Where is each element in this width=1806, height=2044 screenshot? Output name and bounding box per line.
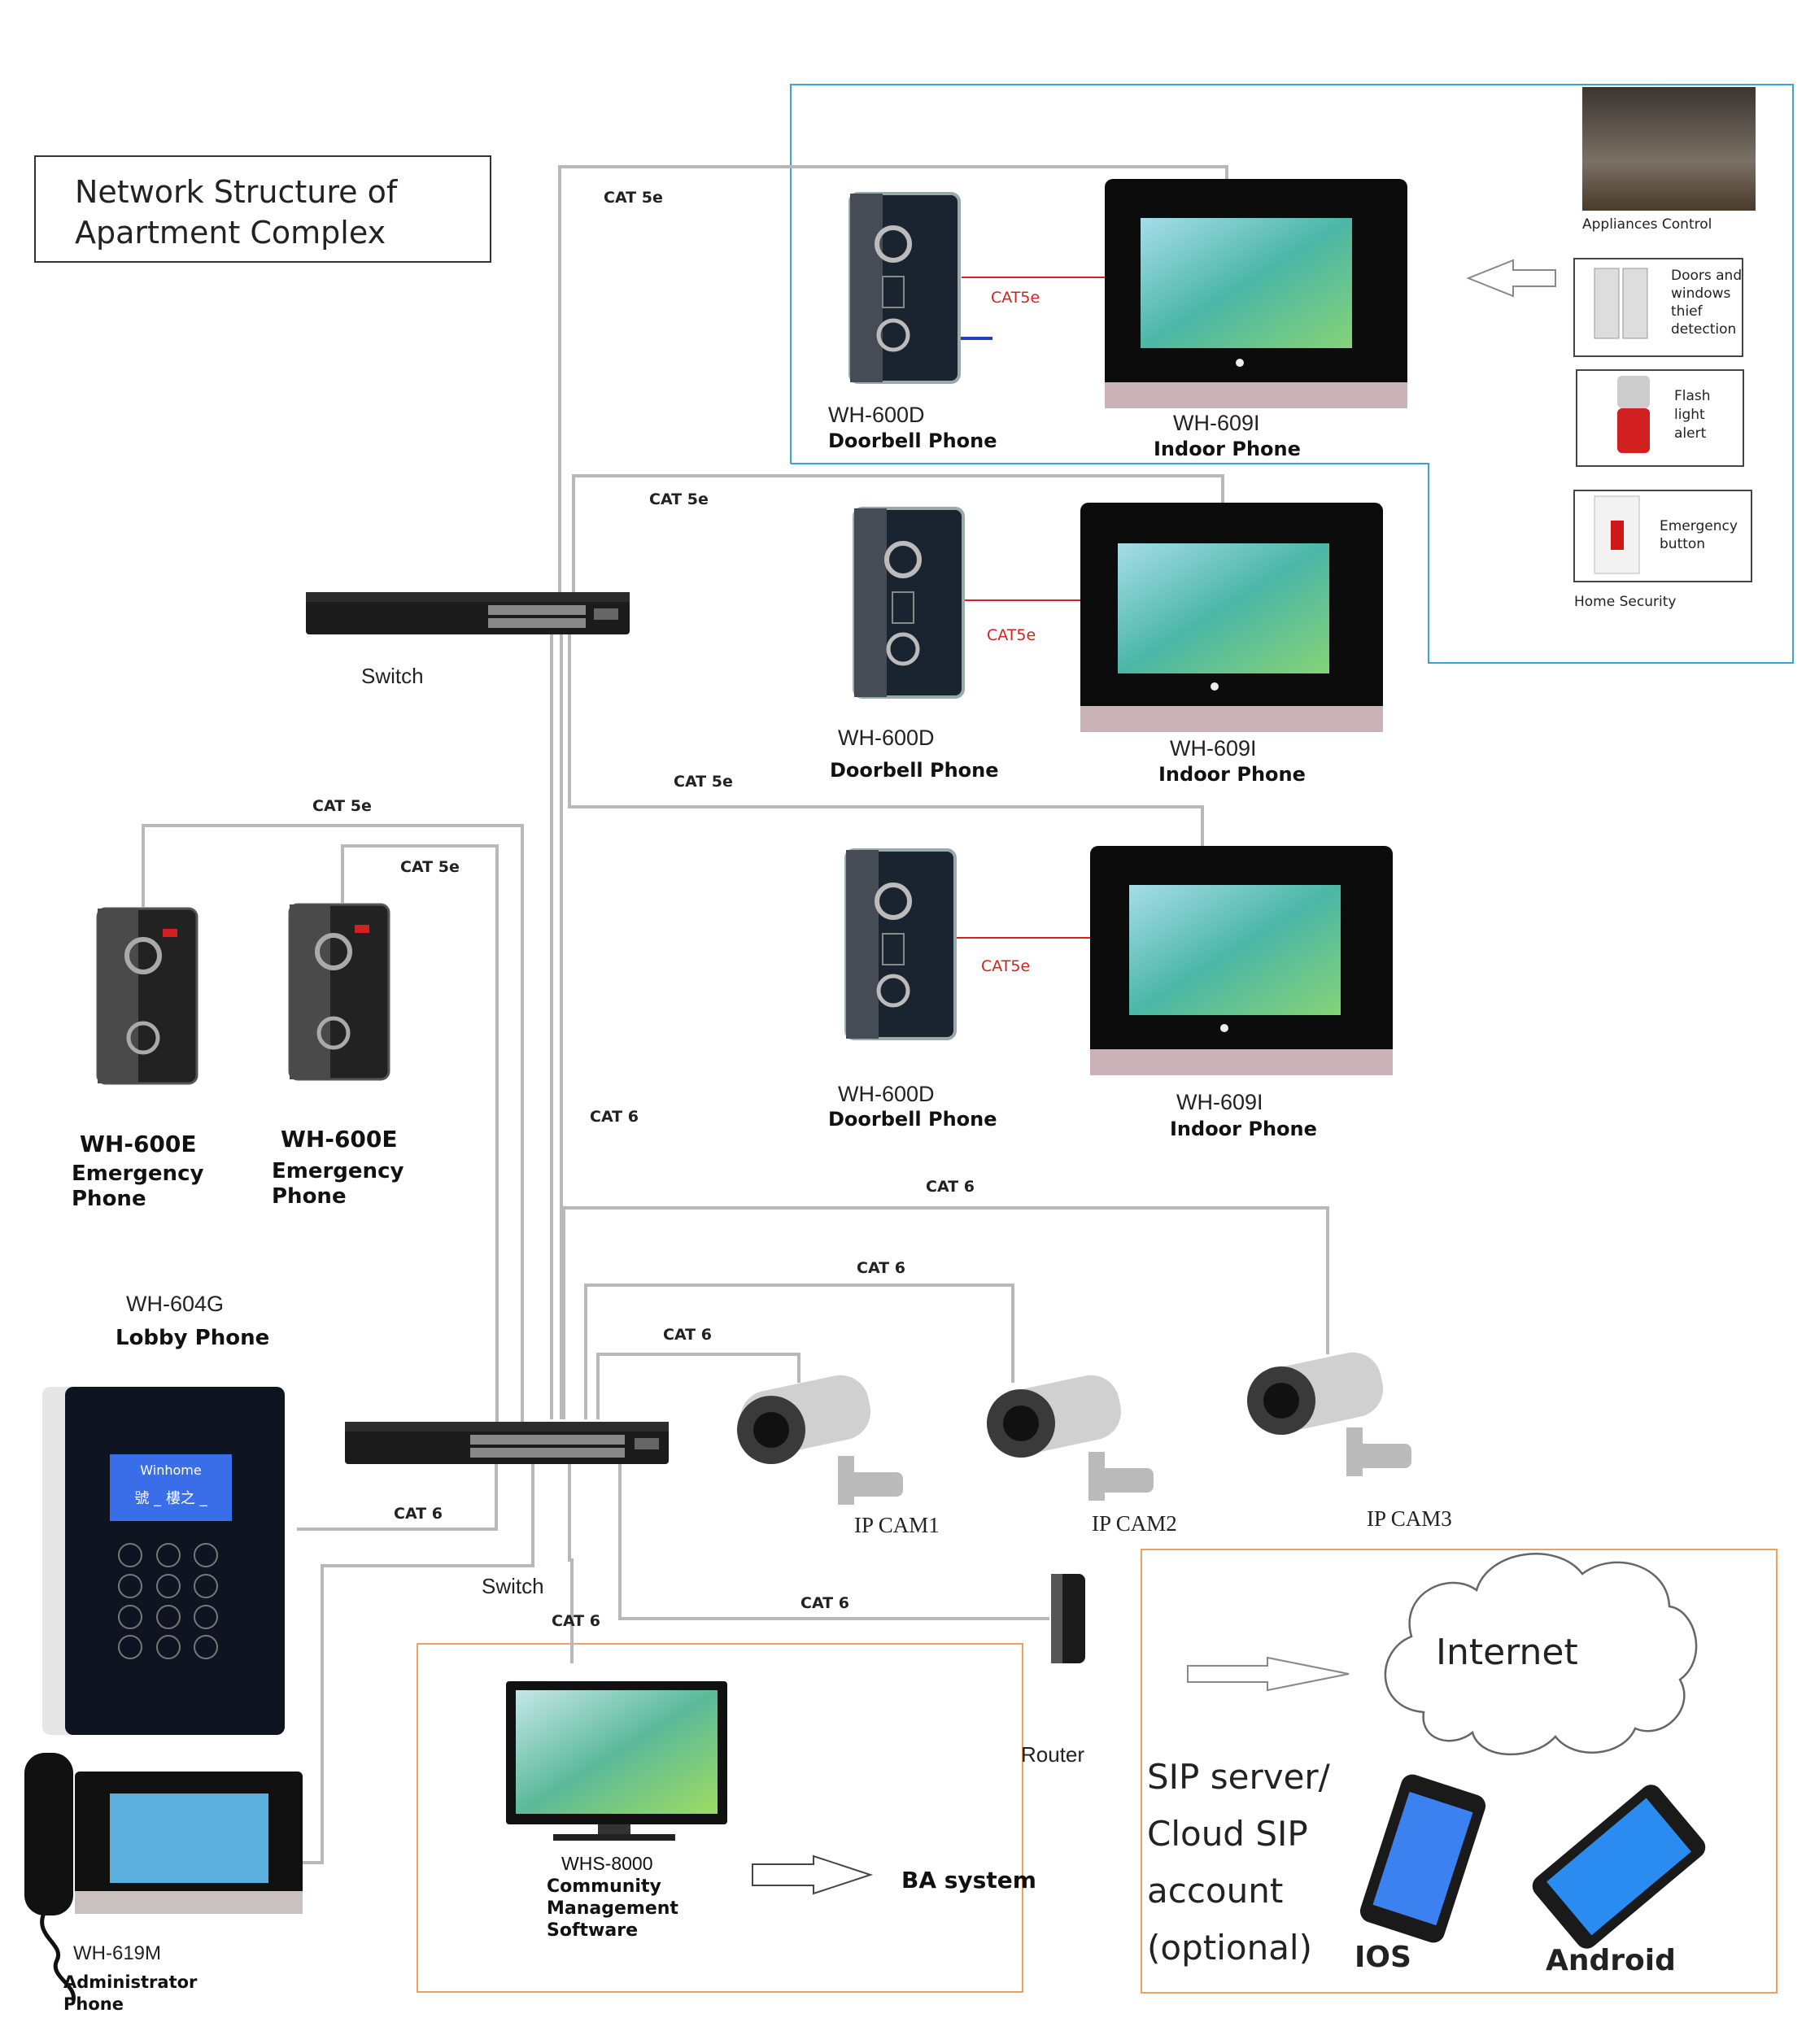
switch-label: Switch [482, 1574, 544, 1598]
software-model: WHS-8000 [561, 1853, 653, 1874]
software-monitor-icon [506, 1681, 727, 1841]
ip-camera-icon [1247, 1352, 1411, 1476]
indoor-model: WH-609I [1173, 411, 1260, 435]
switch-label: Switch [361, 664, 424, 688]
doorbell-model: WH-600D [838, 726, 935, 750]
doorbell-model: WH-600D [828, 403, 925, 427]
doorbell-name: Doorbell Phone [828, 429, 997, 452]
sip-server-label: SIP server/ Cloud SIP account (optional) [1147, 1757, 1330, 1968]
cable-label: CAT5e [981, 957, 1031, 975]
flash-label: Flash light alert [1674, 388, 1711, 442]
indoor-phone-icon [1090, 846, 1393, 1075]
diagram-title: Network Structure of Apartment Complex [75, 174, 398, 251]
cable-label: CAT 6 [663, 1326, 712, 1344]
doorbell-name: Doorbell Phone [828, 1108, 997, 1131]
indoor-model: WH-609I [1170, 736, 1257, 761]
emergency-button-label: Emergency button [1660, 518, 1738, 552]
cables [142, 165, 1329, 1864]
lobby-screen-text: 號 _ 樓之 _ [134, 1490, 207, 1507]
ip-camera-icon [737, 1375, 903, 1505]
indoor-name: Indoor Phone [1170, 1118, 1317, 1140]
emergency-model: WH-600E [80, 1131, 197, 1157]
admin-name: Administrator Phone [63, 1972, 198, 2014]
cable-label: CAT 6 [857, 1259, 905, 1277]
lobby-screen-brand: Winhome [140, 1462, 202, 1478]
lobby-phone-icon [42, 1387, 285, 1735]
cable-label: CAT 5e [649, 490, 709, 508]
doorbell-phone-icon [844, 848, 957, 1040]
android-label: Android [1546, 1944, 1676, 1977]
indoor-model: WH-609I [1176, 1090, 1263, 1114]
arrow-right-icon [752, 1854, 874, 1895]
cable-label: CAT5e [987, 626, 1036, 644]
software-name: Community Management Software [547, 1876, 678, 1941]
cable-label: CAT 6 [590, 1108, 639, 1126]
lobby-name: Lobby Phone [116, 1326, 270, 1350]
camera-label: IP CAM2 [1092, 1511, 1177, 1536]
flash-alert-box [1576, 369, 1744, 467]
cable-label: CAT 5e [604, 189, 663, 207]
red-cables [953, 277, 1106, 939]
cable-label: CAT 6 [800, 1594, 849, 1612]
doorbell-name: Doorbell Phone [830, 759, 999, 782]
switch-top [306, 592, 630, 634]
emergency-button-icon [1594, 495, 1640, 574]
software-frame [417, 1643, 1023, 1993]
flash-light-icon [1617, 376, 1650, 453]
admin-phone-icon [24, 1753, 303, 2002]
indoor-phone-icon [1105, 179, 1407, 408]
emergency-phone-icon [96, 907, 198, 1085]
home-unit-frame [790, 84, 1794, 664]
home-security-label: Home Security [1574, 594, 1677, 610]
emergency-model: WH-600E [281, 1126, 398, 1153]
cable-label: CAT 6 [926, 1178, 975, 1196]
android-phone-icon [1532, 1785, 1706, 1949]
lobby-model: WH-604G [126, 1292, 225, 1316]
indoor-name: Indoor Phone [1154, 438, 1301, 460]
appliances-photo [1582, 87, 1756, 211]
emergency-name: Emergency Phone [72, 1161, 204, 1211]
diagram-title-box: Network Structure of Apartment Complex [34, 155, 491, 263]
cable-label: CAT 5e [400, 858, 460, 876]
indoor-name: Indoor Phone [1158, 763, 1306, 786]
emergency-phone-icon [288, 903, 390, 1081]
arrow-right-icon [1187, 1656, 1350, 1692]
indoor-phone-icon [1080, 503, 1383, 732]
cable-label: CAT5e [991, 289, 1040, 307]
internet-label: Internet [1436, 1632, 1578, 1673]
switch-bottom [345, 1422, 669, 1464]
ios-label: IOS [1354, 1941, 1411, 1974]
admin-model: WH-619M [73, 1942, 162, 1964]
cloud-frame [1141, 1549, 1778, 1994]
router-icon [1051, 1574, 1085, 1663]
cable-label: CAT 6 [394, 1505, 443, 1523]
arrow-left-icon [1466, 259, 1556, 298]
camera-label: IP CAM3 [1367, 1506, 1452, 1531]
doorbell-model: WH-600D [838, 1082, 935, 1106]
iphone-icon [1359, 1774, 1486, 1943]
doorbell-phone-icon [848, 192, 961, 384]
cable-label: CAT 5e [312, 797, 372, 815]
camera-label: IP CAM1 [854, 1513, 940, 1537]
cable-label: CAT 5e [674, 773, 733, 791]
ip-camera-icon [987, 1375, 1154, 1501]
cloud-icon [1384, 1553, 1698, 1756]
appliances-label: Appliances Control [1582, 216, 1712, 233]
cable-label: CAT 6 [552, 1612, 600, 1630]
ba-system-label: BA system [901, 1867, 1036, 1894]
emergency-name: Emergency Phone [272, 1159, 404, 1209]
router-label: Router [1021, 1742, 1085, 1767]
door-sensor-icon [1594, 268, 1648, 339]
doorbell-phone-icon [853, 507, 965, 699]
doors-label: Doors and windows thief detection [1671, 268, 1743, 338]
